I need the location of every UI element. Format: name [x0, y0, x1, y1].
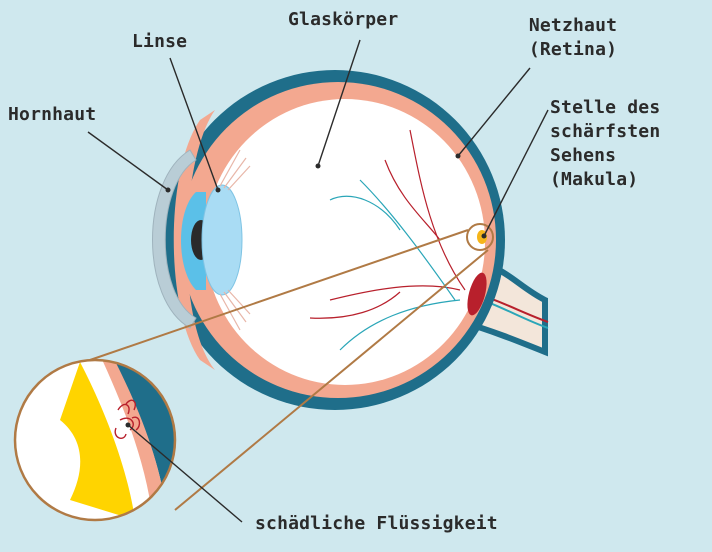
label-glaskoerper: Glaskörper — [288, 8, 398, 32]
lens — [202, 185, 242, 295]
leader-dot-fluessigkeit — [126, 423, 131, 428]
label-hornhaut: Hornhaut — [8, 103, 96, 127]
leader-dot-makula — [482, 234, 487, 239]
label-makula-line2: schärfsten — [550, 120, 660, 144]
label-netzhaut: Netzhaut (Retina) — [508, 14, 638, 62]
leader-dot-linse — [216, 188, 221, 193]
label-makula-line1: Stelle des — [550, 96, 660, 120]
label-fluessigkeit: schädliche Flüssigkeit — [255, 512, 498, 536]
leader-dot-netzhaut — [456, 154, 461, 159]
label-netzhaut-line1: Netzhaut — [508, 14, 638, 38]
label-linse: Linse — [132, 30, 187, 54]
label-makula-line3: Sehens — [550, 144, 660, 168]
leader-dot-glaskoerper — [316, 164, 321, 169]
leader-dot-hornhaut — [166, 188, 171, 193]
label-makula-line4: (Makula) — [550, 168, 660, 192]
vitreous-body — [205, 99, 485, 385]
label-makula: Stelle des schärfsten Sehens (Makula) — [550, 96, 660, 192]
label-netzhaut-line2: (Retina) — [508, 38, 638, 62]
